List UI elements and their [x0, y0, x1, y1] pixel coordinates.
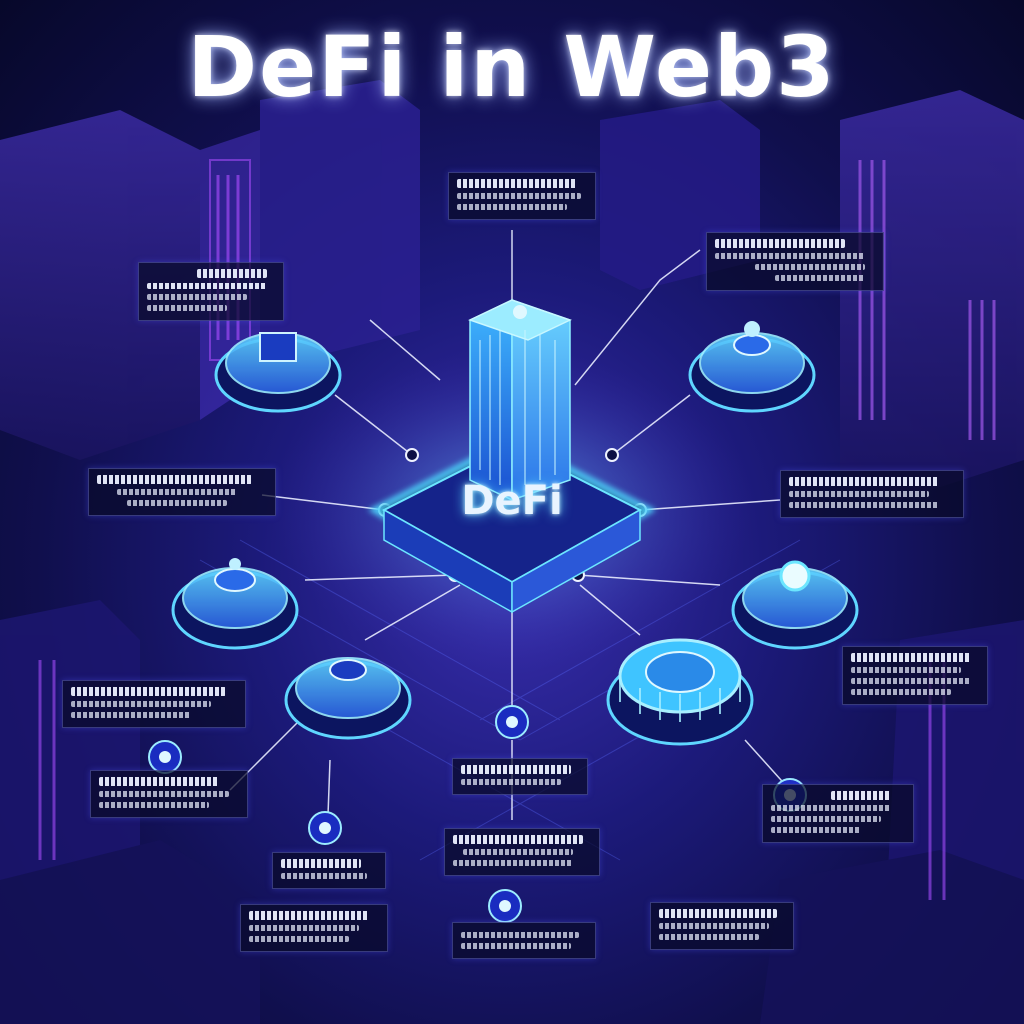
- callout-bottom-mid: [452, 922, 596, 959]
- callout-center-low: [452, 758, 588, 795]
- connector-lines: [229, 230, 791, 820]
- hub-label: DeFi: [461, 478, 563, 524]
- coin-stack-icon: [733, 321, 771, 356]
- callout-bottom-left: [240, 904, 388, 952]
- node-top-left: [214, 332, 342, 413]
- node-bottom-left: [284, 657, 412, 740]
- node-mid-right: [731, 560, 859, 650]
- callout-left: [62, 680, 246, 728]
- tower-icon: [468, 298, 572, 502]
- page-title: DeFi in Web3: [187, 18, 837, 116]
- small-icon-3: [495, 705, 529, 739]
- node-top-right: [688, 321, 816, 413]
- callout-bottom-center: [444, 828, 600, 876]
- callout-top-right: [706, 232, 884, 291]
- callout-mid-right: [780, 470, 964, 518]
- token-icon: [214, 558, 256, 592]
- callout-top: [448, 172, 596, 220]
- node-bottom-right: [606, 638, 754, 746]
- callout-bottom-leftish: [272, 852, 386, 889]
- callout-right: [842, 646, 988, 705]
- shield-icon: [259, 332, 297, 362]
- coin-icon: [779, 560, 811, 592]
- small-icon-1: [148, 740, 182, 774]
- callout-lower-left: [90, 770, 248, 818]
- callout-top-left: [138, 262, 284, 321]
- small-icon-2: [308, 811, 342, 845]
- defi-hub: [367, 436, 657, 614]
- small-icon-4: [488, 889, 522, 923]
- callout-lower-right: [762, 784, 914, 843]
- node-mid-left: [171, 558, 299, 650]
- padlock-icon: [329, 659, 367, 681]
- callout-mid-left: [88, 468, 276, 516]
- callout-bottom-right: [650, 902, 794, 950]
